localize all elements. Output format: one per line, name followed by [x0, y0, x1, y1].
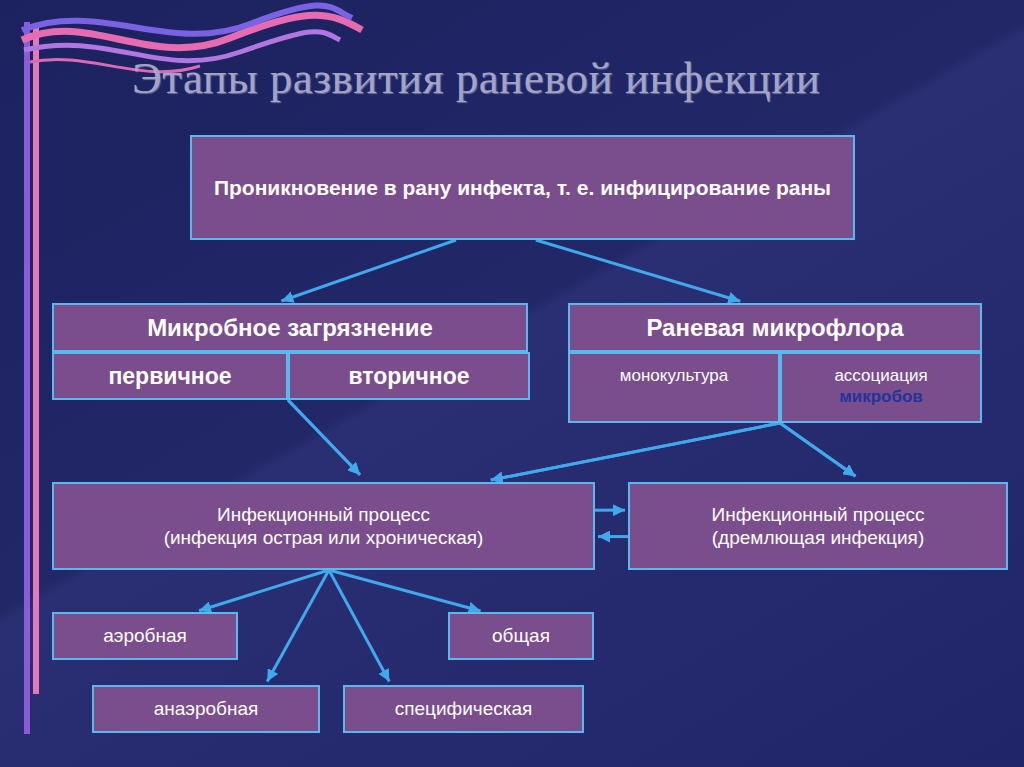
header-box: Микробное загрязнение: [52, 303, 528, 352]
connector-arrow: [595, 509, 625, 512]
box-text: Инфекционный процесс: [217, 503, 430, 526]
connector-arrow: [491, 423, 780, 480]
connector-arrow: [288, 400, 360, 475]
connector-arrow: [780, 423, 855, 476]
category-box: ассоциациямикробов: [780, 352, 982, 423]
category-box: монокультура: [568, 352, 780, 423]
process-box: Проникновение в рану инфекта, т. е. инфи…: [190, 135, 855, 240]
box-text: специфическая: [395, 697, 533, 720]
box-text: (дремлющая инфекция): [712, 526, 924, 549]
category-box: вторичное: [288, 352, 530, 400]
type-box: общая: [448, 612, 594, 660]
box-text: аэробная: [103, 624, 187, 647]
connector-arrow: [288, 400, 360, 475]
box-text: вторичное: [348, 362, 469, 390]
diagram-title: Этапы развития раневой инфекции: [132, 52, 820, 104]
box-text: первичное: [108, 362, 231, 390]
process-box: Инфекционный процесс(дремлющая инфекция): [628, 482, 1008, 570]
box-text: Инфекционный процесс: [712, 503, 925, 526]
type-box: анаэробная: [92, 685, 320, 733]
connector-arrow: [780, 423, 855, 476]
process-box: Инфекционный процесс(инфекция острая или…: [52, 482, 595, 570]
box-text: Проникновение в рану инфекта, т. е. инфи…: [214, 175, 831, 201]
side-bar: [24, 22, 30, 734]
box-text: Раневая микрофлора: [646, 313, 903, 342]
box-text: Микробное загрязнение: [147, 313, 433, 342]
type-box: аэробная: [52, 612, 238, 660]
connector-arrow: [536, 240, 740, 301]
connector-arrow: [267, 570, 329, 682]
connector-arrow: [598, 535, 628, 538]
box-text: монокультура: [620, 366, 728, 387]
connector-arrow: [281, 240, 456, 301]
connector-arrow: [329, 570, 389, 681]
connector-arrow: [491, 423, 780, 480]
type-box: специфическая: [343, 685, 584, 733]
box-text: микробов: [839, 387, 923, 408]
box-text: ассоциация: [834, 366, 927, 387]
header-box: Раневая микрофлора: [568, 303, 982, 352]
connector-arrow: [329, 570, 481, 611]
box-text: анаэробная: [154, 697, 259, 720]
ribbon: [22, 5, 352, 33]
category-box: первичное: [52, 352, 288, 400]
box-text: (инфекция острая или хроническая): [164, 526, 484, 549]
box-text: общая: [492, 624, 550, 647]
side-bar: [33, 26, 39, 694]
